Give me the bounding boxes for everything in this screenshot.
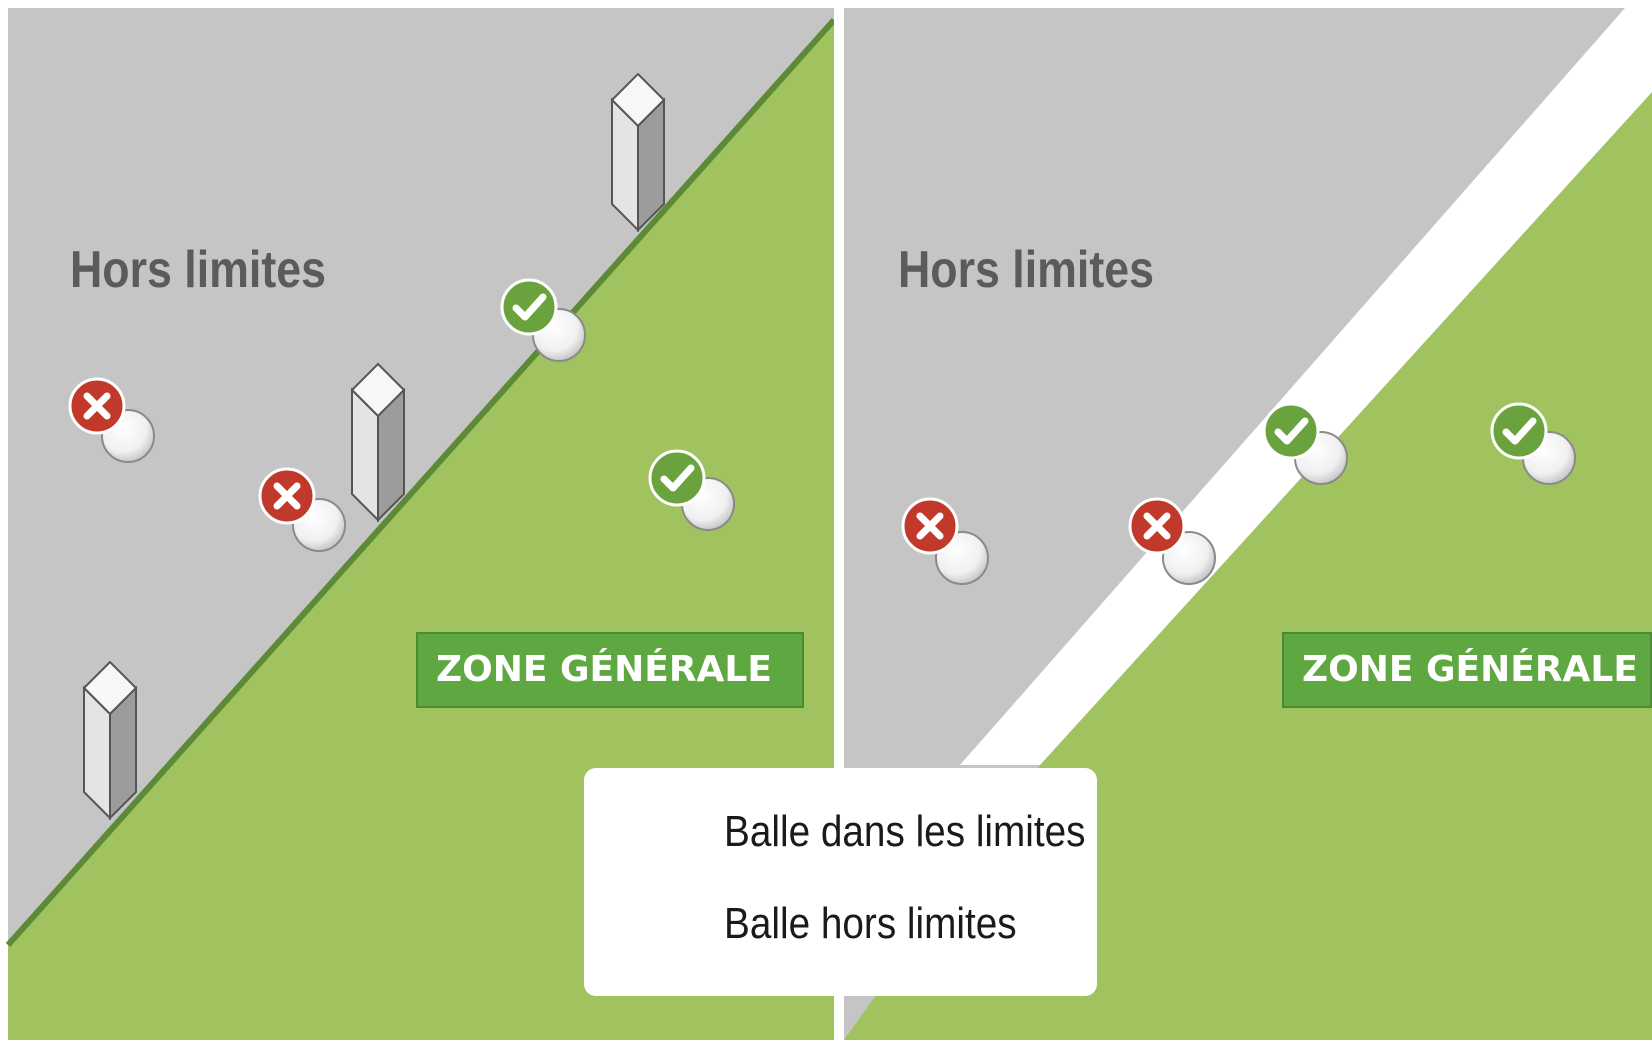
boundary-line bbox=[5, 18, 837, 947]
legend-label-in-bounds: Balle dans les limites bbox=[724, 807, 1086, 856]
panel-divider bbox=[834, 0, 844, 1040]
cross-icon bbox=[903, 499, 957, 553]
panel-title-left: Hors limites bbox=[70, 241, 326, 299]
zone-label-right: ZONE GÉNÉRALE bbox=[1282, 632, 1652, 708]
legend-box: Balle dans les limites Balle hors limite… bbox=[584, 768, 1097, 996]
check-icon bbox=[502, 280, 556, 334]
legend-row-in-bounds: Balle dans les limites bbox=[620, 796, 1135, 868]
check-icon bbox=[1492, 404, 1546, 458]
cross-icon bbox=[260, 469, 314, 523]
zone-label-left: ZONE GÉNÉRALE bbox=[416, 632, 804, 708]
panel-title-right: Hors limites bbox=[898, 241, 1154, 299]
cross-icon bbox=[1130, 499, 1184, 553]
boundary-stake bbox=[351, 363, 405, 521]
white-boundary-line bbox=[960, 8, 1652, 765]
check-icon bbox=[650, 451, 704, 505]
boundary-stake bbox=[611, 73, 665, 231]
check-icon bbox=[1264, 404, 1318, 458]
legend-label-out-of-bounds: Balle hors limites bbox=[724, 899, 1017, 948]
legend-row-out-of-bounds: Balle hors limites bbox=[620, 888, 1057, 960]
boundary-stake bbox=[83, 661, 137, 819]
cross-icon bbox=[70, 379, 124, 433]
